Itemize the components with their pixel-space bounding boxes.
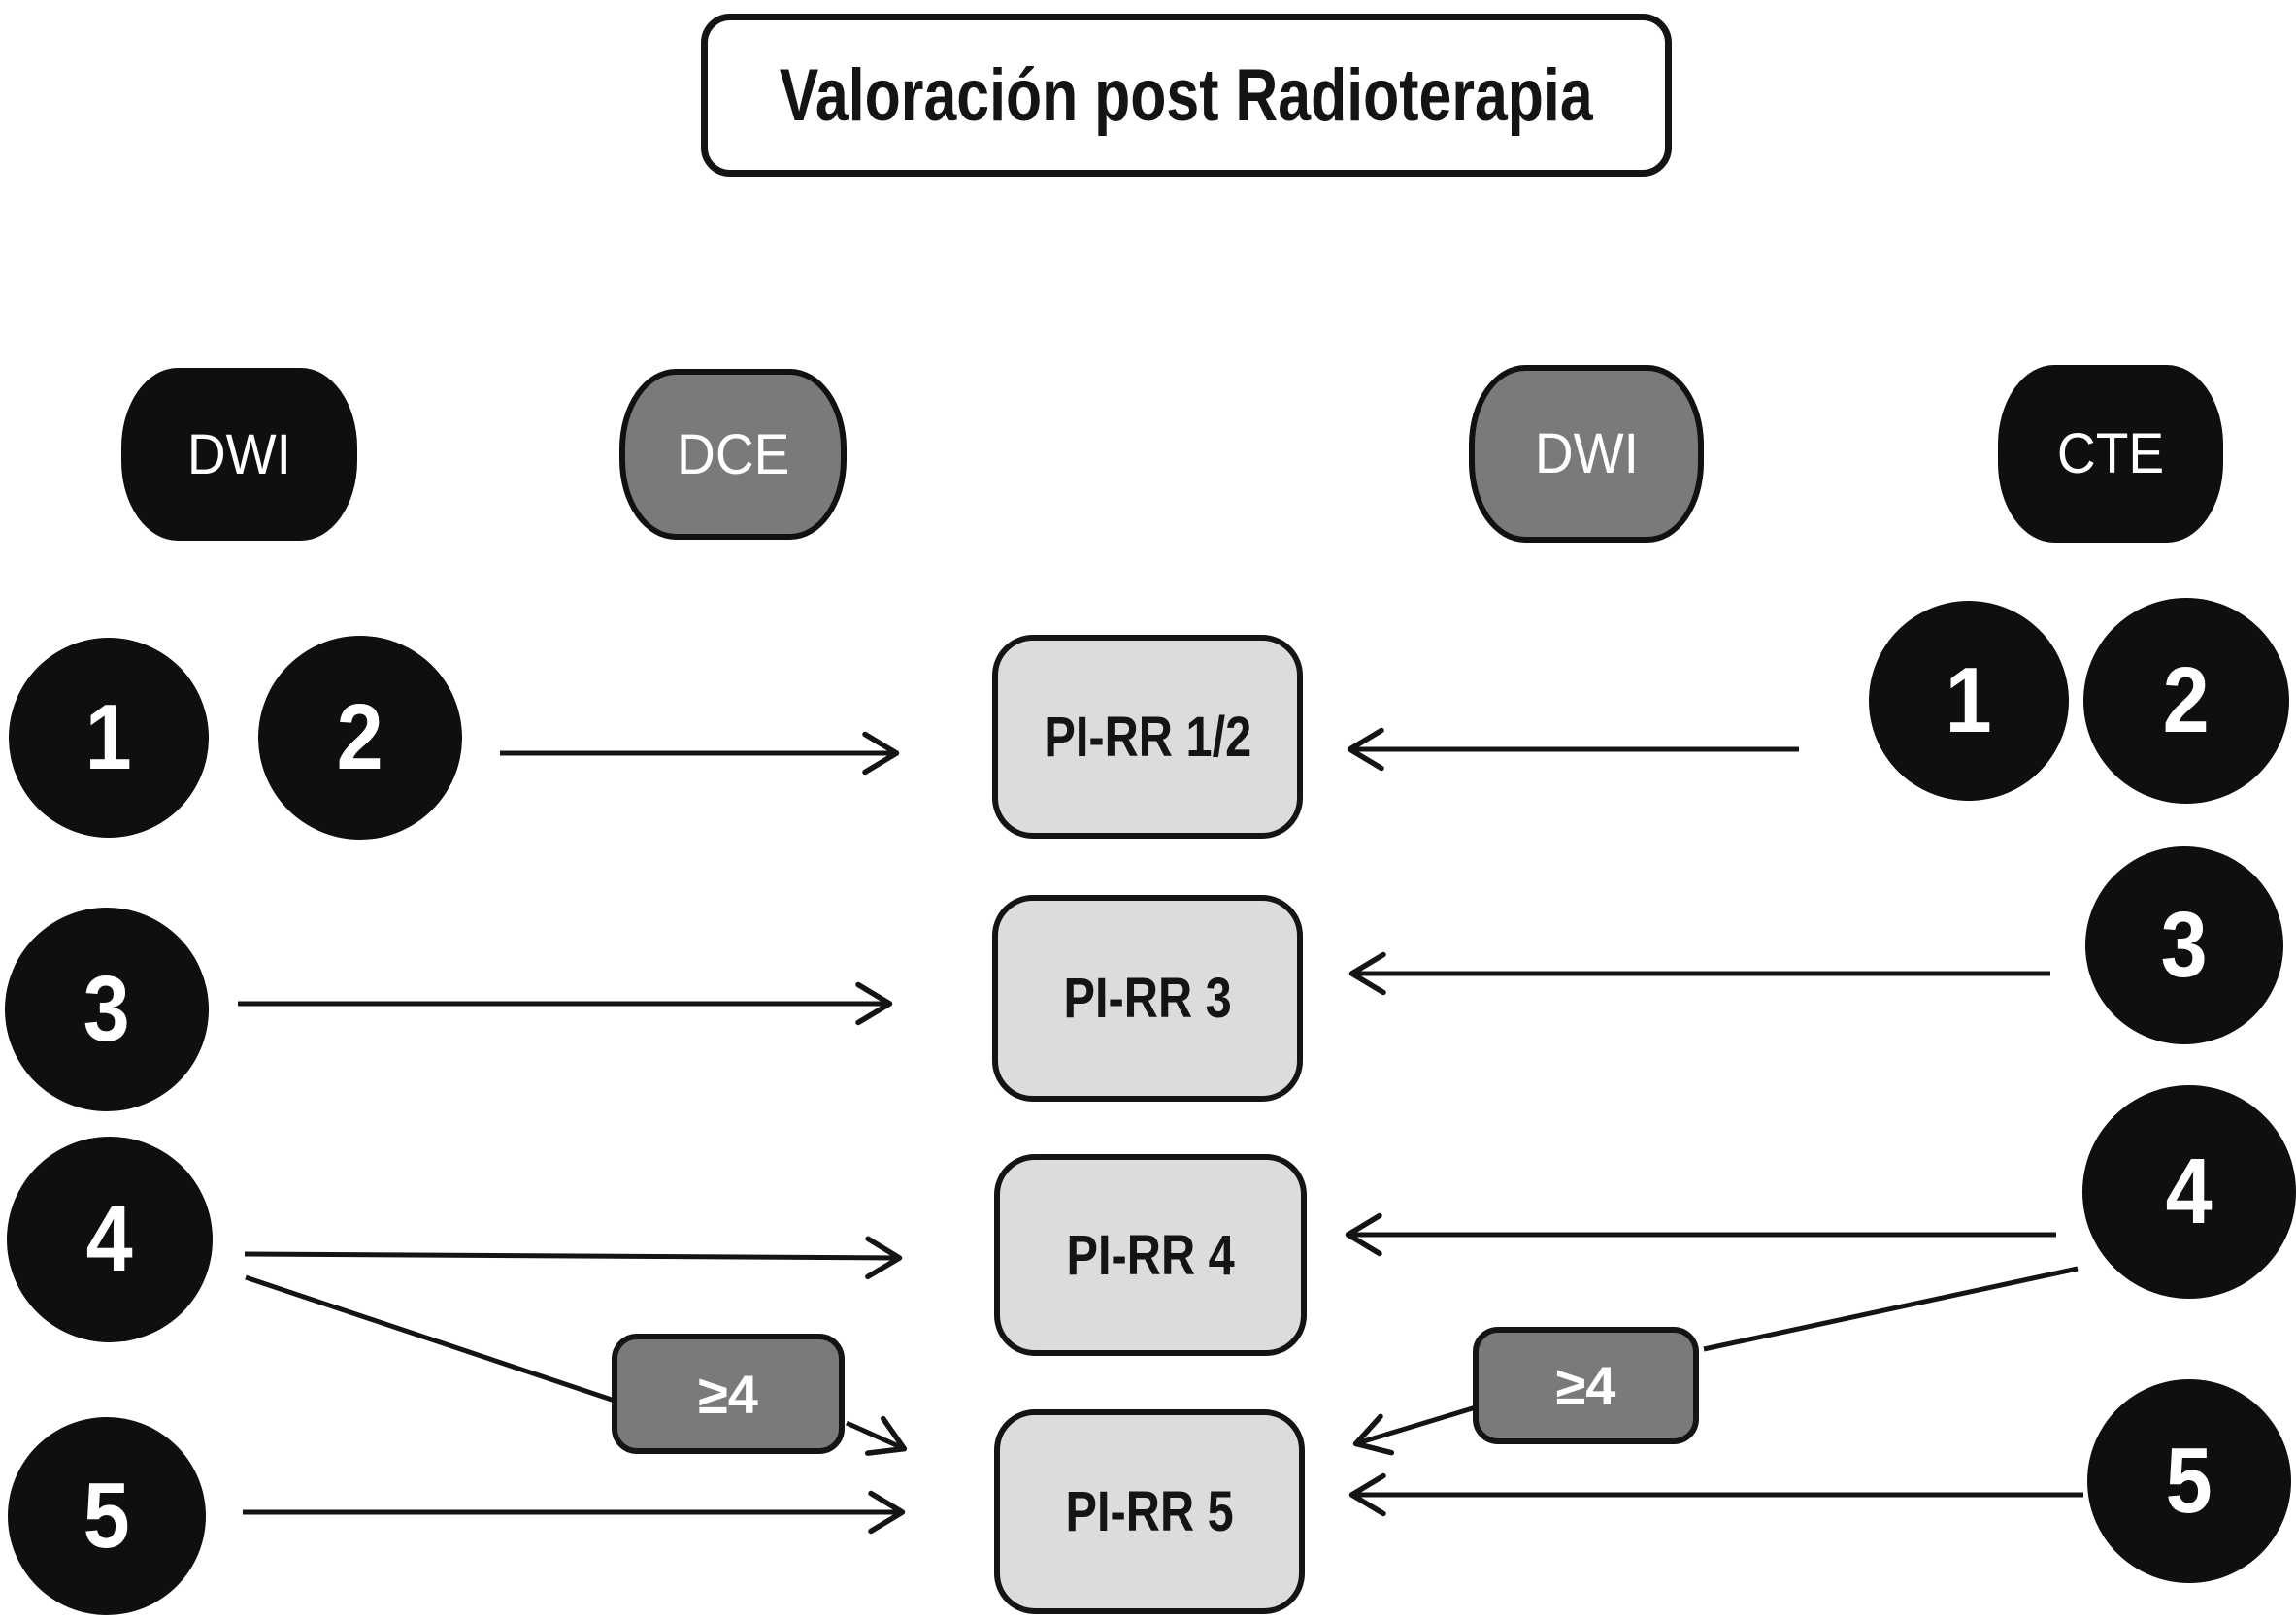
pirr-box-4-label: PI-RR 4 xyxy=(1066,1223,1235,1287)
score-circle-left-5-label: 5 xyxy=(83,1464,131,1568)
pirr-box-3: PI-RR 3 xyxy=(992,895,1303,1102)
score-circle-right-3: 3 xyxy=(2085,846,2283,1044)
title-box: Valoración post Radioterapia xyxy=(701,14,1672,177)
score-circle-left-5: 5 xyxy=(8,1417,206,1615)
score-circle-left-4: 4 xyxy=(7,1137,213,1342)
pirr-box-4: PI-RR 4 xyxy=(994,1154,1307,1356)
score-circle-left-1-label: 1 xyxy=(84,685,133,789)
badge-dwi-right-label: DWI xyxy=(1534,422,1639,485)
score-circle-right-2: 2 xyxy=(2083,598,2289,804)
badge-dce-left-label: DCE xyxy=(676,422,790,486)
arrow-right-threshold-to-pirr5 xyxy=(1352,1404,1477,1456)
line-left-dwi4-to-threshold xyxy=(245,1274,642,1412)
threshold-box-right-label: ≥4 xyxy=(1555,1355,1616,1416)
pirr-box-5: PI-RR 5 xyxy=(994,1409,1305,1614)
score-circle-left-2: 2 xyxy=(258,636,462,840)
arrow-left-dwi4-to-pirr4 xyxy=(244,1236,903,1280)
line-right-cte4-to-threshold xyxy=(1703,1266,2079,1352)
badge-cte-right-label: CTE xyxy=(2056,422,2165,485)
score-circle-left-2-label: 2 xyxy=(336,685,384,789)
score-circle-right-1: 1 xyxy=(1869,601,2069,801)
badge-dwi-left-label: DWI xyxy=(186,422,292,486)
score-circle-right-4: 4 xyxy=(2082,1085,2296,1299)
pirr-box-12: PI-RR 1/2 xyxy=(992,635,1303,839)
badge-dwi-left: DWI xyxy=(121,368,357,541)
badge-dce-left: DCE xyxy=(619,369,847,540)
threshold-box-right: ≥4 xyxy=(1473,1327,1699,1444)
pirr-box-12-label: PI-RR 1/2 xyxy=(1044,705,1251,769)
pirr-box-3-label: PI-RR 3 xyxy=(1063,967,1232,1030)
arrow-left-threshold-to-pirr5 xyxy=(845,1415,908,1456)
badge-dwi-right: DWI xyxy=(1469,365,1704,543)
page-title: Valoración post Radioterapia xyxy=(780,53,1593,137)
score-circle-left-3: 3 xyxy=(5,908,209,1111)
score-circle-left-3-label: 3 xyxy=(83,957,131,1061)
score-circle-left-1: 1 xyxy=(9,638,209,838)
threshold-box-left: ≥4 xyxy=(612,1334,845,1454)
score-circle-left-4-label: 4 xyxy=(85,1187,134,1291)
score-circle-right-3-label: 3 xyxy=(2160,893,2209,997)
score-circle-right-4-label: 4 xyxy=(2165,1140,2213,1243)
score-circle-right-1-label: 1 xyxy=(1945,648,1993,752)
score-circle-right-5: 5 xyxy=(2087,1379,2291,1583)
score-circle-right-2-label: 2 xyxy=(2162,648,2211,752)
badge-cte-right: CTE xyxy=(1998,365,2223,543)
score-circle-right-5-label: 5 xyxy=(2165,1429,2213,1533)
pirr-box-5-label: PI-RR 5 xyxy=(1065,1480,1234,1543)
threshold-box-left-label: ≥4 xyxy=(698,1363,758,1425)
